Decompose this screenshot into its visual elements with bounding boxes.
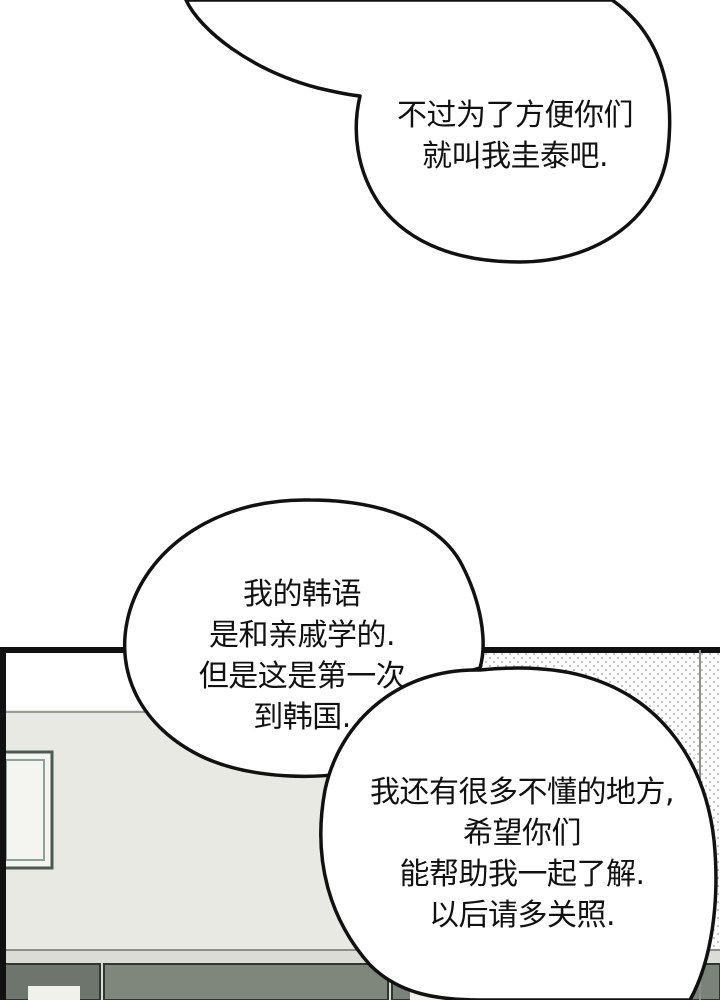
bubble-top-line-2: 就叫我圭泰吧. — [421, 139, 609, 174]
speech-bubble-bottom-text: 我还有很多不懂的地方, 希望你们 能帮助我一起了解. 以后请多关照. — [336, 772, 708, 936]
bubble-middle-line-2: 是和亲戚学的. — [208, 618, 396, 653]
window-frame — [0, 750, 54, 870]
bubble-bottom-line-1: 我还有很多不懂的地方, — [369, 775, 675, 810]
speech-bubble-top — [184, 0, 672, 264]
bubble-top-line-1: 不过为了方便你们 — [397, 98, 634, 133]
speech-bubble-top-text: 不过为了方便你们 就叫我圭泰吧. — [372, 95, 658, 177]
bubble-middle-line-1: 我的韩语 — [243, 577, 362, 612]
bubble-bottom-line-3: 能帮助我一起了解. — [399, 857, 645, 892]
speech-bubble-middle-text: 我的韩语 是和亲戚学的. 但是这是第一次 到韩国. — [150, 574, 454, 738]
bubble-bottom-line-2: 希望你们 — [463, 816, 582, 851]
bubble-middle-line-3: 但是这是第一次 — [198, 659, 406, 694]
bubble-bottom-line-4: 以后请多关照. — [428, 898, 616, 933]
bubble-middle-line-4: 到韩国. — [253, 700, 351, 735]
